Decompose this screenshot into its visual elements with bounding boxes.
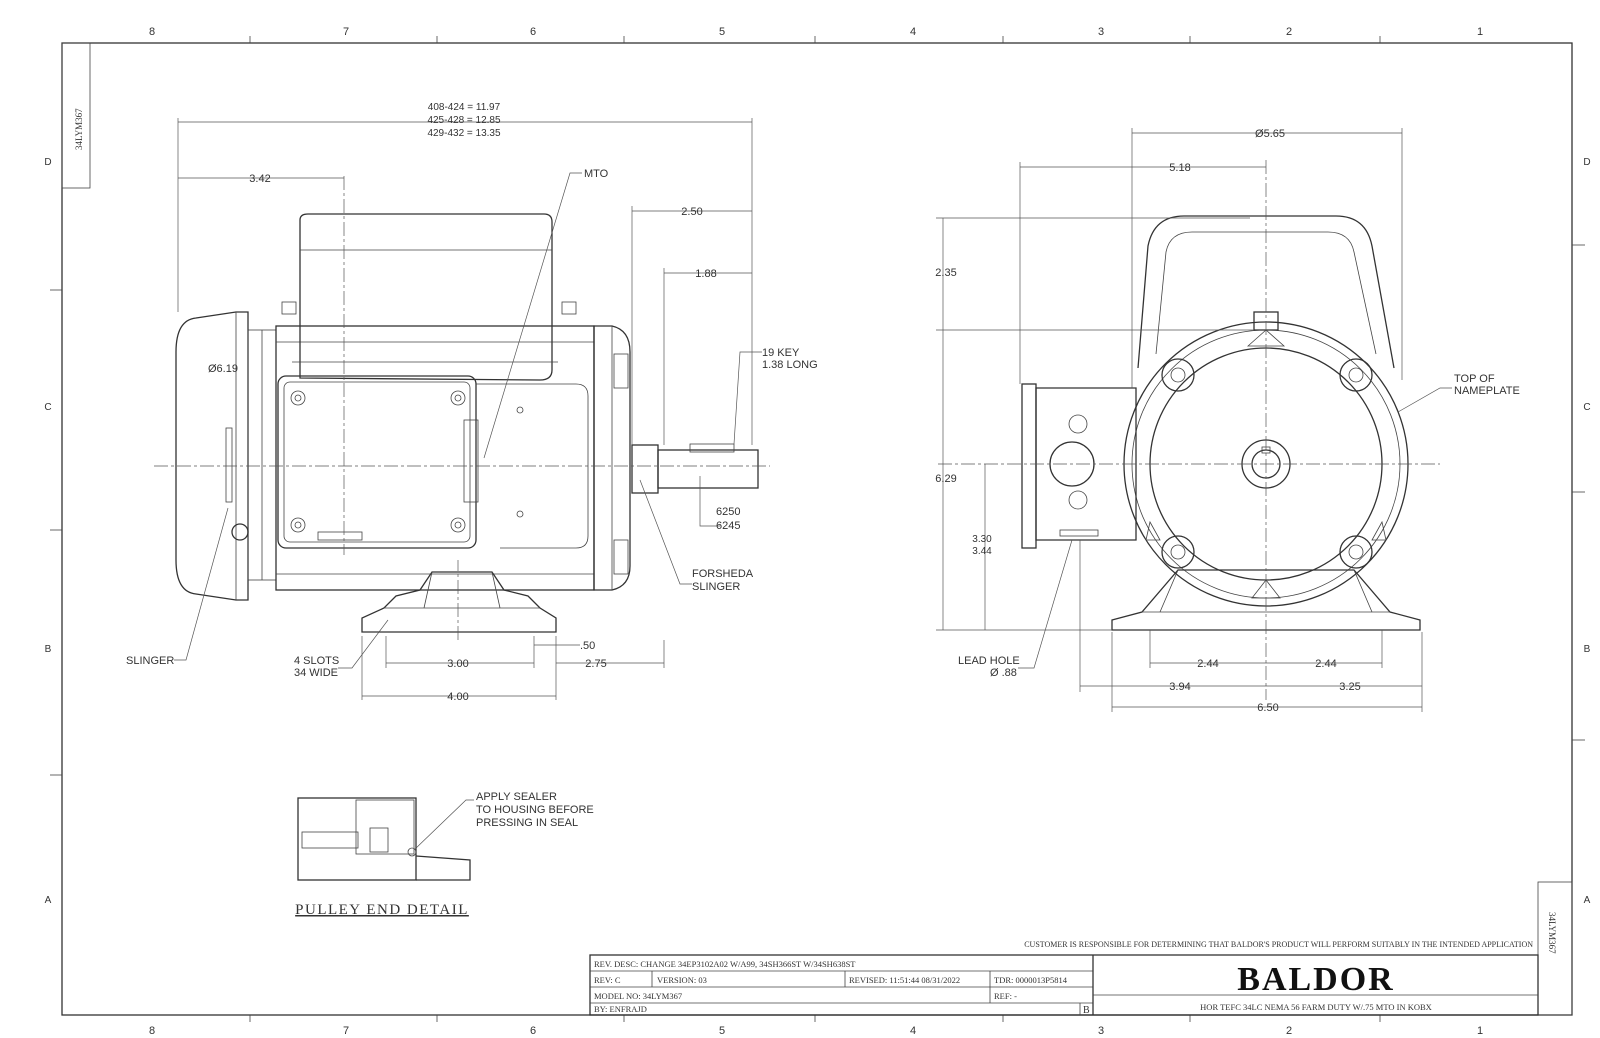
dim-4-00: 4.00 — [447, 691, 468, 703]
title-block — [589, 954, 1539, 1016]
shaft-dia-1: 6250 — [716, 506, 740, 518]
dim-2-75: 2.75 — [585, 658, 606, 670]
motor-description: HOR TEFC 34LC NEMA 56 FARM DUTY W/.75 MT… — [1200, 1002, 1432, 1012]
zone-bottom-5: 5 — [719, 1025, 725, 1037]
zone-top-4: 4 — [910, 26, 916, 38]
lead-hole-label-1: LEAD HOLE — [958, 655, 1020, 667]
dim-2-50: 2.50 — [681, 206, 702, 218]
forsheda-label-1: FORSHEDA — [692, 568, 754, 580]
disclaimer-text: CUSTOMER IS RESPONSIBLE FOR DETERMINING … — [1024, 940, 1533, 949]
zone-top-1: 1 — [1477, 26, 1483, 38]
dim-3-44: 3.44 — [972, 546, 992, 557]
slinger-label: SLINGER — [126, 655, 174, 667]
detail-title: PULLEY END DETAIL — [295, 902, 469, 918]
version: VERSION: 03 — [657, 975, 707, 985]
side-view — [154, 118, 770, 700]
zone-left-a: A — [45, 895, 52, 906]
lead-hole-label-2: Ø .88 — [990, 667, 1017, 679]
zone-bottom-7: 7 — [343, 1025, 349, 1037]
zone-right-b: B — [1584, 644, 1591, 655]
dim-6-50: 6.50 — [1257, 702, 1278, 714]
zone-top-6: 6 — [530, 26, 536, 38]
baldor-logo: BALDOR — [1237, 961, 1394, 998]
zone-right-a: A — [1584, 895, 1591, 906]
zone-left-c: C — [44, 402, 51, 413]
zone-labels-top: 8 7 6 5 4 3 2 1 — [149, 26, 1483, 38]
dim-3-30: 3.30 — [972, 534, 992, 545]
dim-3-94: 3.94 — [1169, 681, 1190, 693]
revised-date: REVISED: 11:51:44 08/31/2022 — [849, 975, 960, 985]
zone-right-c: C — [1583, 402, 1590, 413]
zone-labels-right: D C B A — [1583, 157, 1590, 906]
zone-bottom-1: 1 — [1477, 1025, 1483, 1037]
ref: REF: - — [994, 991, 1017, 1001]
zone-bottom-3: 3 — [1098, 1025, 1104, 1037]
sealer-note-3: PRESSING IN SEAL — [476, 817, 578, 829]
zone-left-d: D — [44, 157, 51, 168]
forsheda-label-2: SLINGER — [692, 581, 740, 593]
shaft-dia-2: 6245 — [716, 520, 740, 532]
overall-length-1: 408-424 = 11.97 — [428, 102, 501, 113]
nameplate-label-2: NAMEPLATE — [1454, 385, 1520, 397]
slots-label-2: 34 WIDE — [294, 667, 338, 679]
rev-desc: REV. DESC: CHANGE 34EP3102A02 W/A99, 34S… — [594, 959, 856, 969]
dim-2-44-right: 2.44 — [1315, 658, 1336, 670]
dim-2-35: 2.35 — [935, 267, 956, 279]
zone-left-b: B — [45, 644, 52, 655]
zone-labels-bottom: 8 7 6 5 4 3 2 1 — [149, 1025, 1483, 1037]
zone-top-2: 2 — [1286, 26, 1292, 38]
dim-3-25: 3.25 — [1339, 681, 1360, 693]
key-label-1: 19 KEY — [762, 347, 800, 359]
key-label-2: 1.38 LONG — [762, 359, 818, 371]
sealer-note-2: TO HOUSING BEFORE — [476, 804, 594, 816]
size-letter: B — [1083, 1005, 1090, 1016]
rev-letter: REV: C — [594, 975, 621, 985]
end-view — [936, 128, 1452, 712]
dim-6-29: 6.29 — [935, 473, 956, 485]
dim-3-42: 3.42 — [249, 173, 270, 185]
pulley-end-detail — [297, 797, 474, 881]
mto-label: MTO — [584, 168, 609, 180]
slots-label-1: 4 SLOTS — [294, 655, 339, 667]
zone-top-8: 8 — [149, 26, 155, 38]
side-tag-top-box — [61, 42, 91, 189]
dia-5-65: Ø5.65 — [1255, 128, 1285, 140]
zone-bottom-4: 4 — [910, 1025, 916, 1037]
dim-2-44-left: 2.44 — [1197, 658, 1218, 670]
zone-bottom-2: 2 — [1286, 1025, 1292, 1037]
zone-bottom-6: 6 — [530, 1025, 536, 1037]
overall-length-3: 429-432 = 13.35 — [427, 128, 501, 139]
zone-top-7: 7 — [343, 26, 349, 38]
zone-top-3: 3 — [1098, 26, 1104, 38]
zone-top-5: 5 — [719, 26, 725, 38]
sealer-note-1: APPLY SEALER — [476, 791, 557, 803]
zone-bottom-8: 8 — [149, 1025, 155, 1037]
zone-labels-left: D C B A — [44, 157, 51, 906]
tdr-number: TDR: 0000013P5814 — [994, 975, 1068, 985]
side-tag-bottom: 34LYM367 — [1547, 912, 1557, 954]
dim-5-18: 5.18 — [1169, 162, 1190, 174]
side-tag-top: 34LYM367 — [74, 108, 84, 150]
side-tag-bottom-box — [1537, 881, 1573, 1016]
dim-1-88: 1.88 — [695, 268, 716, 280]
dim-0-50: .50 — [580, 640, 595, 652]
drawn-by: BY: ENFRAJD — [594, 1004, 647, 1014]
zone-right-d: D — [1583, 157, 1590, 168]
nameplate-label-1: TOP OF — [1454, 373, 1495, 385]
overall-length-2: 425-428 = 12.85 — [427, 115, 501, 126]
dia-6-19: Ø6.19 — [208, 363, 238, 375]
dim-3-00: 3.00 — [447, 658, 468, 670]
model-number: MODEL NO: 34LYM367 — [594, 991, 682, 1001]
